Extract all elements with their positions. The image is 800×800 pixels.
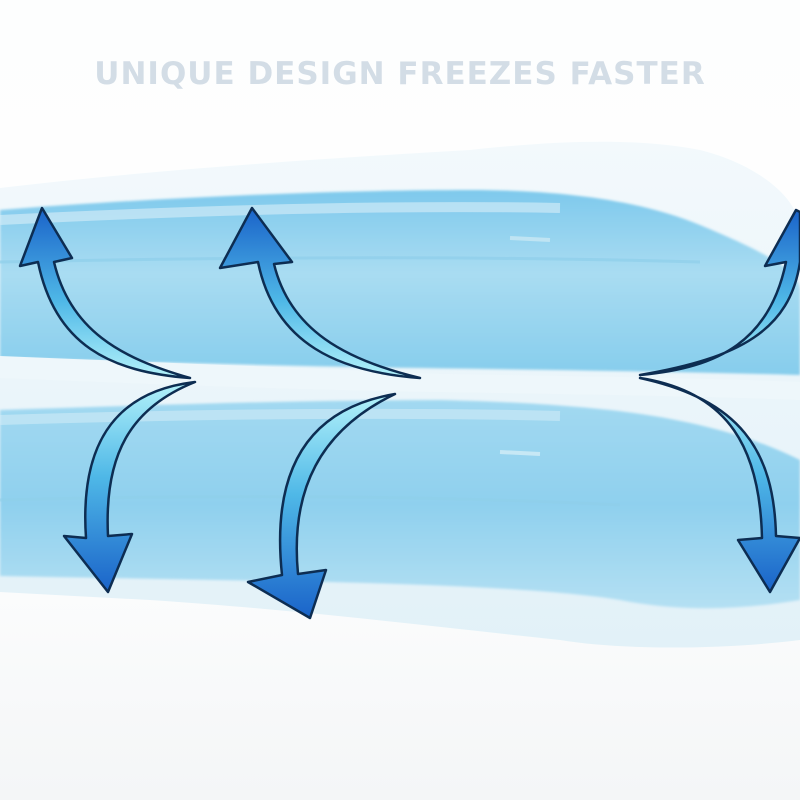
headline-text: UNIQUE DESIGN FREEZES FASTER: [94, 56, 706, 92]
arrow-down-icon: [62, 380, 197, 594]
arrow-up-icon: [218, 206, 422, 380]
arrow-down-icon: [638, 376, 800, 594]
arrow-up-icon: [638, 208, 800, 377]
arrow-up-icon: [18, 206, 192, 380]
arrow-down-icon: [246, 392, 397, 620]
upper-ice-pack: [0, 190, 800, 375]
pack-seam: [0, 356, 800, 400]
lower-ice-pack: [0, 400, 800, 609]
